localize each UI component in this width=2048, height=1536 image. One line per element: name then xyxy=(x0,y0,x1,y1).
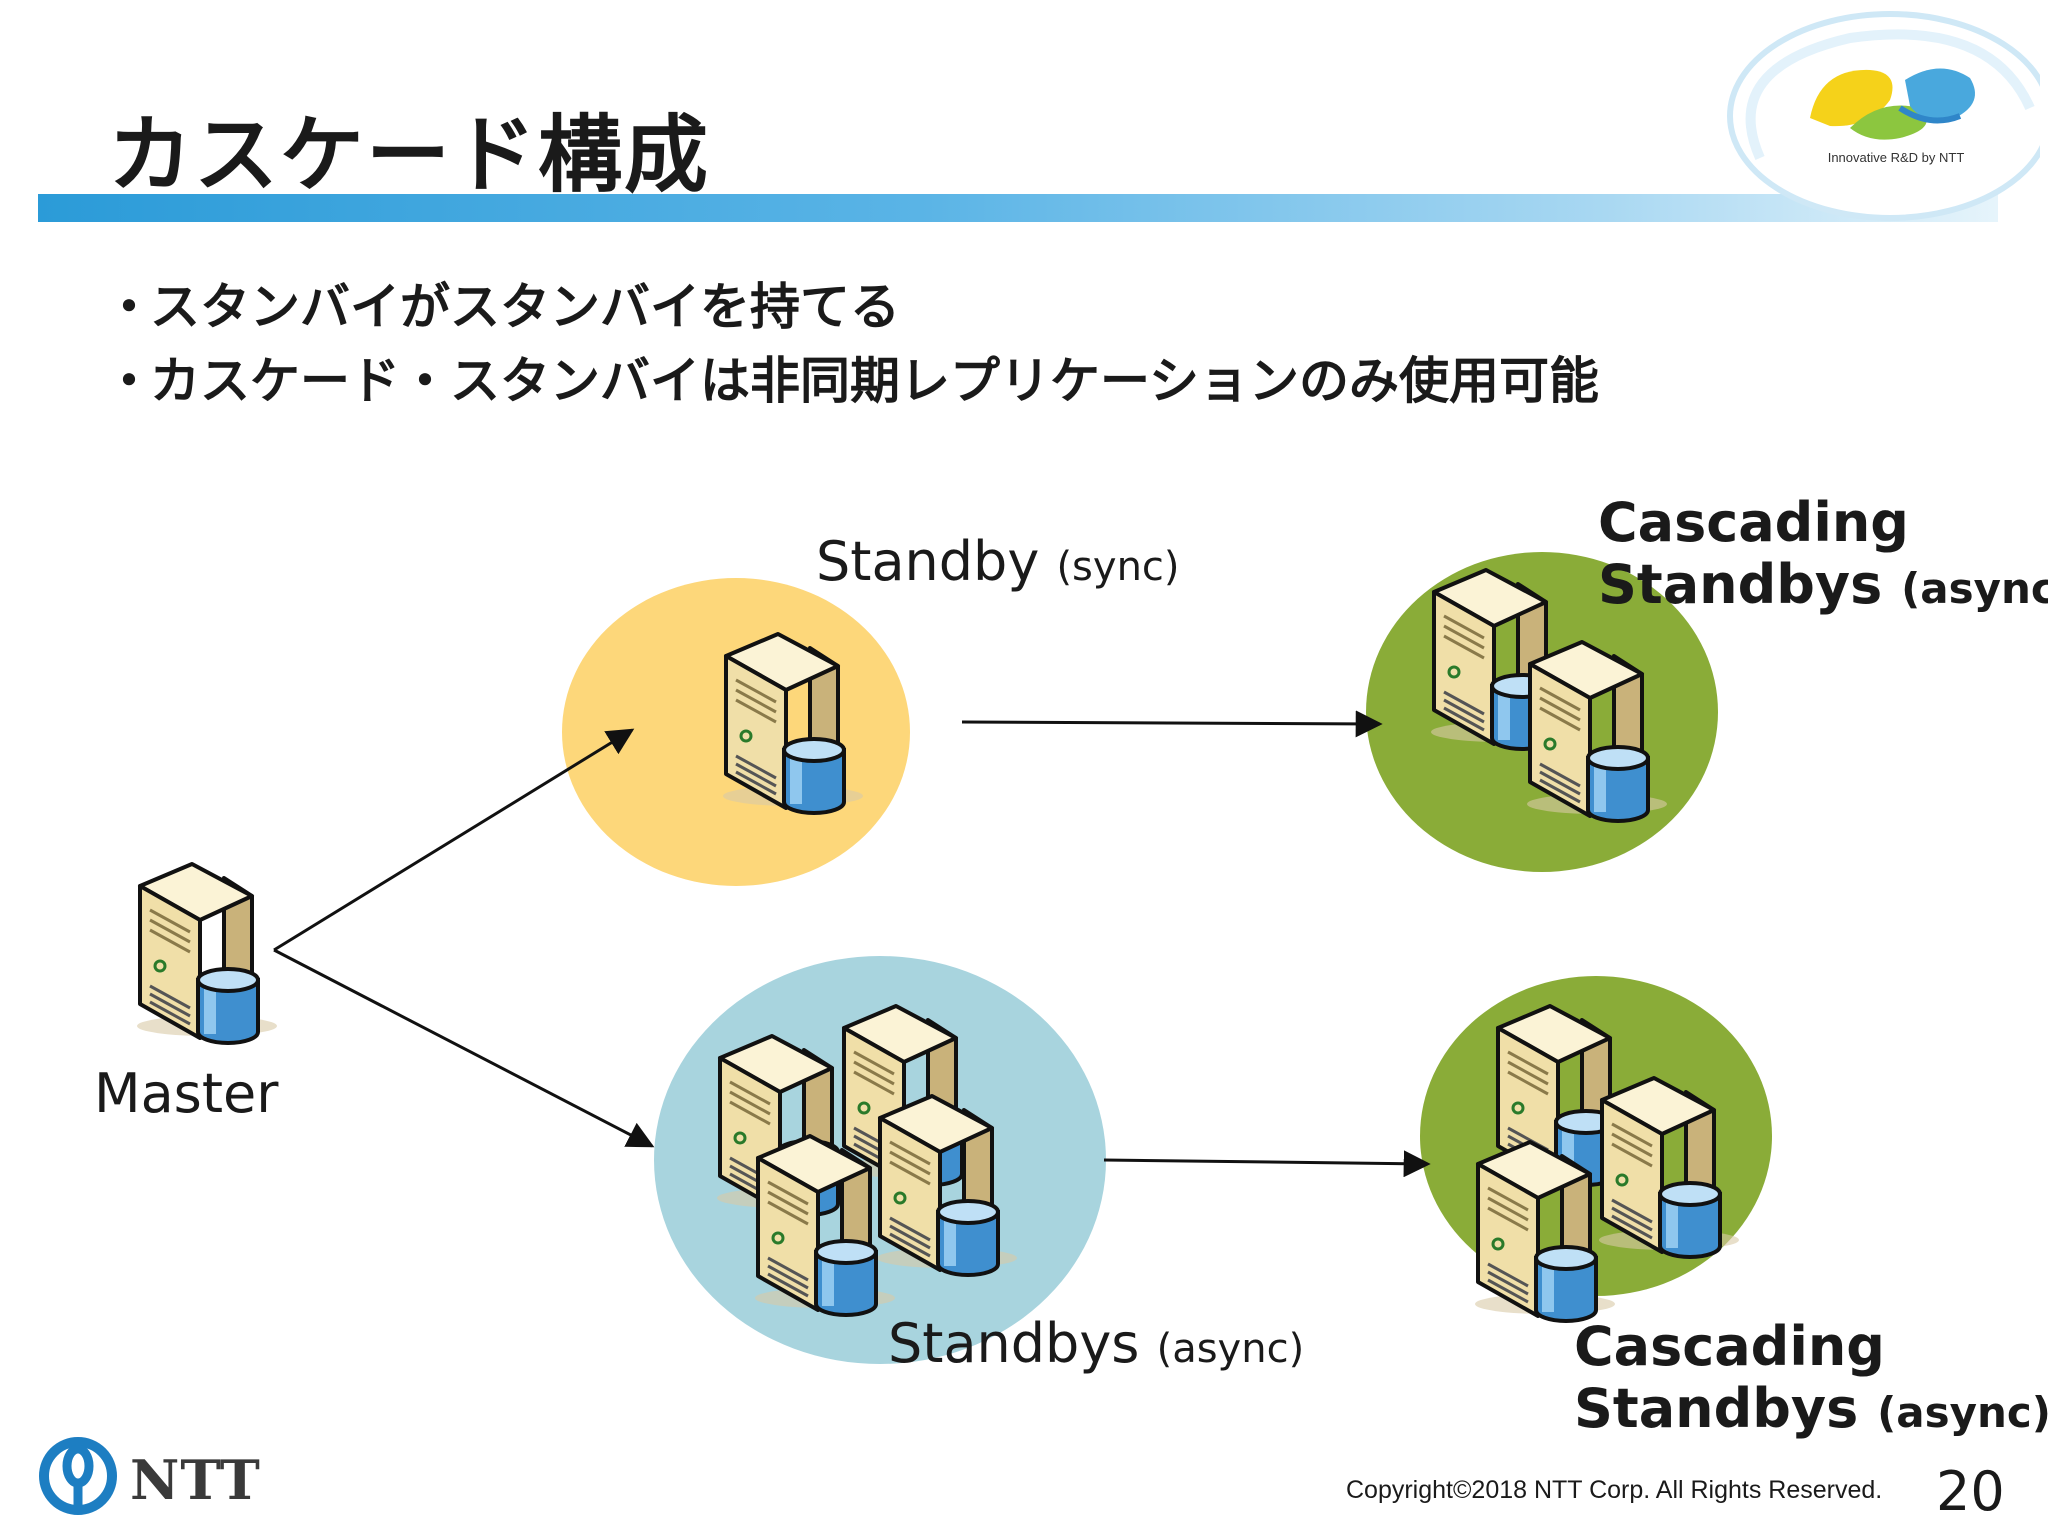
cascading-bottom-label: Cascading Standbys (async) xyxy=(1574,1316,2048,1444)
logo-tagline: Innovative R&D by NTT xyxy=(1827,150,1965,165)
cascading-bottom-name: Standbys xyxy=(1574,1377,1859,1440)
bullet-item: ・カスケード・スタンバイは非同期レプリケーションのみ使用可能 xyxy=(104,344,1599,418)
arrow-master-to-standby xyxy=(273,728,635,952)
standby-name: Standby xyxy=(816,530,1040,593)
arrow-standby-to-cascading xyxy=(961,710,1383,738)
cascading-bottom-line1: Cascading xyxy=(1574,1315,1885,1378)
standby-sync-label: Standby (sync) xyxy=(816,530,1180,593)
arrow-standbys-to-cascading xyxy=(1103,1150,1431,1178)
bullet-text: スタンバイがスタンバイを持てる xyxy=(150,278,900,336)
copyright-text: Copyright©2018 NTT Corp. All Rights Rese… xyxy=(1346,1476,1883,1504)
bullet-text: カスケード・スタンバイは非同期レプリケーションのみ使用可能 xyxy=(150,352,1599,410)
standbys-async-label: Standbys (async) xyxy=(888,1312,1304,1375)
master-label: Master xyxy=(94,1062,279,1125)
cascading-bottom-line2: Standbys (async) xyxy=(1574,1378,2048,1444)
arrow-master-to-standbys xyxy=(273,948,655,1148)
standbys-name: Standbys xyxy=(888,1312,1140,1375)
bullet-list: ・スタンバイがスタンバイを持てる ・カスケード・スタンバイは非同期レプリケーショ… xyxy=(104,270,1599,418)
ntt-brand-text: NTT xyxy=(130,1448,261,1512)
bullet-marker: ・ xyxy=(104,278,154,336)
ntt-logo-icon xyxy=(39,1437,117,1515)
cascading-top-line2: Standbys (async) xyxy=(1598,554,2048,620)
innovative-rd-logo-icon xyxy=(1727,11,2040,221)
cascading-top-name: Standbys xyxy=(1598,553,1883,616)
standbys-mode: (async) xyxy=(1156,1326,1305,1372)
master-server-icon xyxy=(135,862,279,1045)
page-number: 20 xyxy=(1936,1460,2005,1523)
cascading-bottom-mode: (async) xyxy=(1877,1388,2048,1437)
title-underline-bar xyxy=(38,194,1998,222)
slide-title: カスケード構成 xyxy=(108,106,711,204)
cascading-top-mode: (async) xyxy=(1901,564,2048,613)
bullet-item: ・スタンバイがスタンバイを持てる xyxy=(104,270,1599,344)
standby-mode: (sync) xyxy=(1056,544,1180,590)
bullet-marker: ・ xyxy=(104,352,154,410)
cascading-top-label: Cascading Standbys (async) xyxy=(1598,492,2048,620)
cascading-top-line1: Cascading xyxy=(1598,491,1909,554)
